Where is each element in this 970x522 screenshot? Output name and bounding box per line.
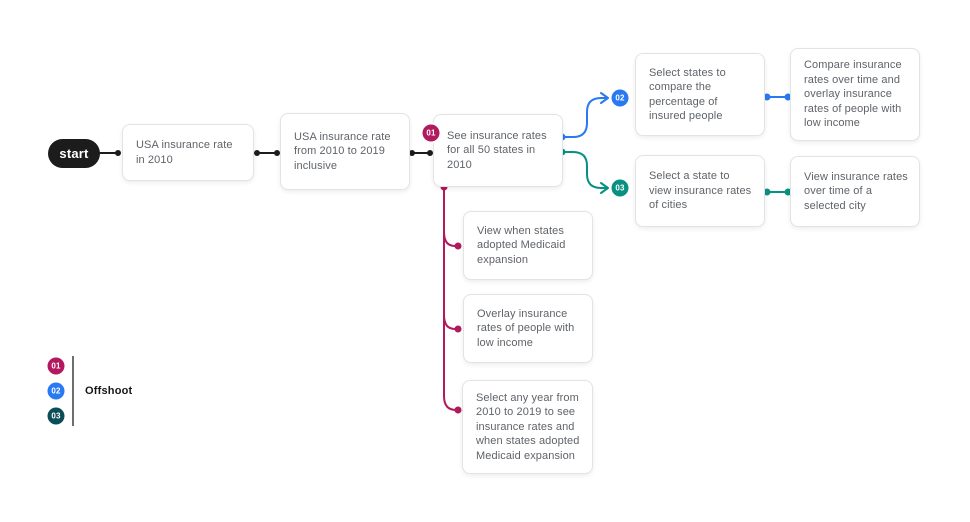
- badge-label: 03: [615, 183, 625, 193]
- node-text: Select any year from 2010 to 2019 to see…: [476, 391, 580, 462]
- connector-node6-to-node7: [763, 188, 792, 196]
- start-node[interactable]: start: [48, 139, 100, 168]
- legend-label: Offshoot: [85, 385, 133, 397]
- legend-badge-03: 03: [47, 407, 65, 425]
- legend-divider: [72, 356, 74, 426]
- badge-label: 01: [51, 361, 61, 371]
- node-text: See insurance rates for all 50 states in…: [447, 129, 547, 171]
- badge-label: 02: [615, 93, 625, 103]
- badge-label: 01: [426, 128, 436, 138]
- node-text: Compare insurance rates over time and ov…: [804, 59, 902, 130]
- node-select-states-compare[interactable]: Select states to compare the percentage …: [635, 53, 765, 136]
- node-text: USA insurance rate from 2010 to 2019 inc…: [294, 130, 391, 172]
- start-label: start: [59, 146, 89, 161]
- node-text: Overlay insurance rates of people with l…: [477, 307, 575, 349]
- node-overlay-low-income[interactable]: Overlay insurance rates of people with l…: [463, 294, 593, 363]
- node-text: Select a state to view insurance rates o…: [649, 170, 752, 212]
- offshoot-03-branch: [558, 148, 609, 194]
- connector-node2-to-node3: [409, 150, 433, 156]
- node-text: USA insurance rate in 2010: [136, 139, 233, 166]
- node-view-medicaid-expansion[interactable]: View when states adopted Medicaid expans…: [463, 211, 593, 280]
- node-text: View when states adopted Medicaid expans…: [477, 224, 566, 266]
- node-select-state-city-rates[interactable]: Select a state to view insurance rates o…: [635, 155, 765, 227]
- offshoot-badge-02: 02: [611, 89, 629, 107]
- node-usa-rate-2010[interactable]: USA insurance rate in 2010: [122, 124, 254, 181]
- badge-label: 02: [51, 386, 61, 396]
- node-compare-rates-overlay-low-income[interactable]: Compare insurance rates over time and ov…: [790, 48, 920, 141]
- connector-start-to-node1: [99, 150, 121, 156]
- node-usa-rate-2010-2019[interactable]: USA insurance rate from 2010 to 2019 inc…: [280, 113, 410, 190]
- badge-label: 03: [51, 411, 61, 421]
- node-select-any-year[interactable]: Select any year from 2010 to 2019 to see…: [462, 380, 593, 474]
- connector-node4-to-node5: [763, 93, 792, 101]
- offshoot-02-branch: [558, 92, 609, 141]
- node-see-rates-50-states[interactable]: See insurance rates for all 50 states in…: [433, 114, 563, 187]
- node-text: Select states to compare the percentage …: [649, 66, 726, 123]
- offshoot-01-branch: [440, 183, 462, 414]
- node-text: View insurance rates over time of a sele…: [804, 170, 908, 212]
- legend-badge-02: 02: [47, 382, 65, 400]
- node-view-city-rates-over-time[interactable]: View insurance rates over time of a sele…: [790, 156, 920, 227]
- offshoot-badge-01: 01: [422, 124, 440, 142]
- legend-badge-01: 01: [47, 357, 65, 375]
- offshoot-badge-03: 03: [611, 179, 629, 197]
- connector-node1-to-node2: [254, 150, 280, 156]
